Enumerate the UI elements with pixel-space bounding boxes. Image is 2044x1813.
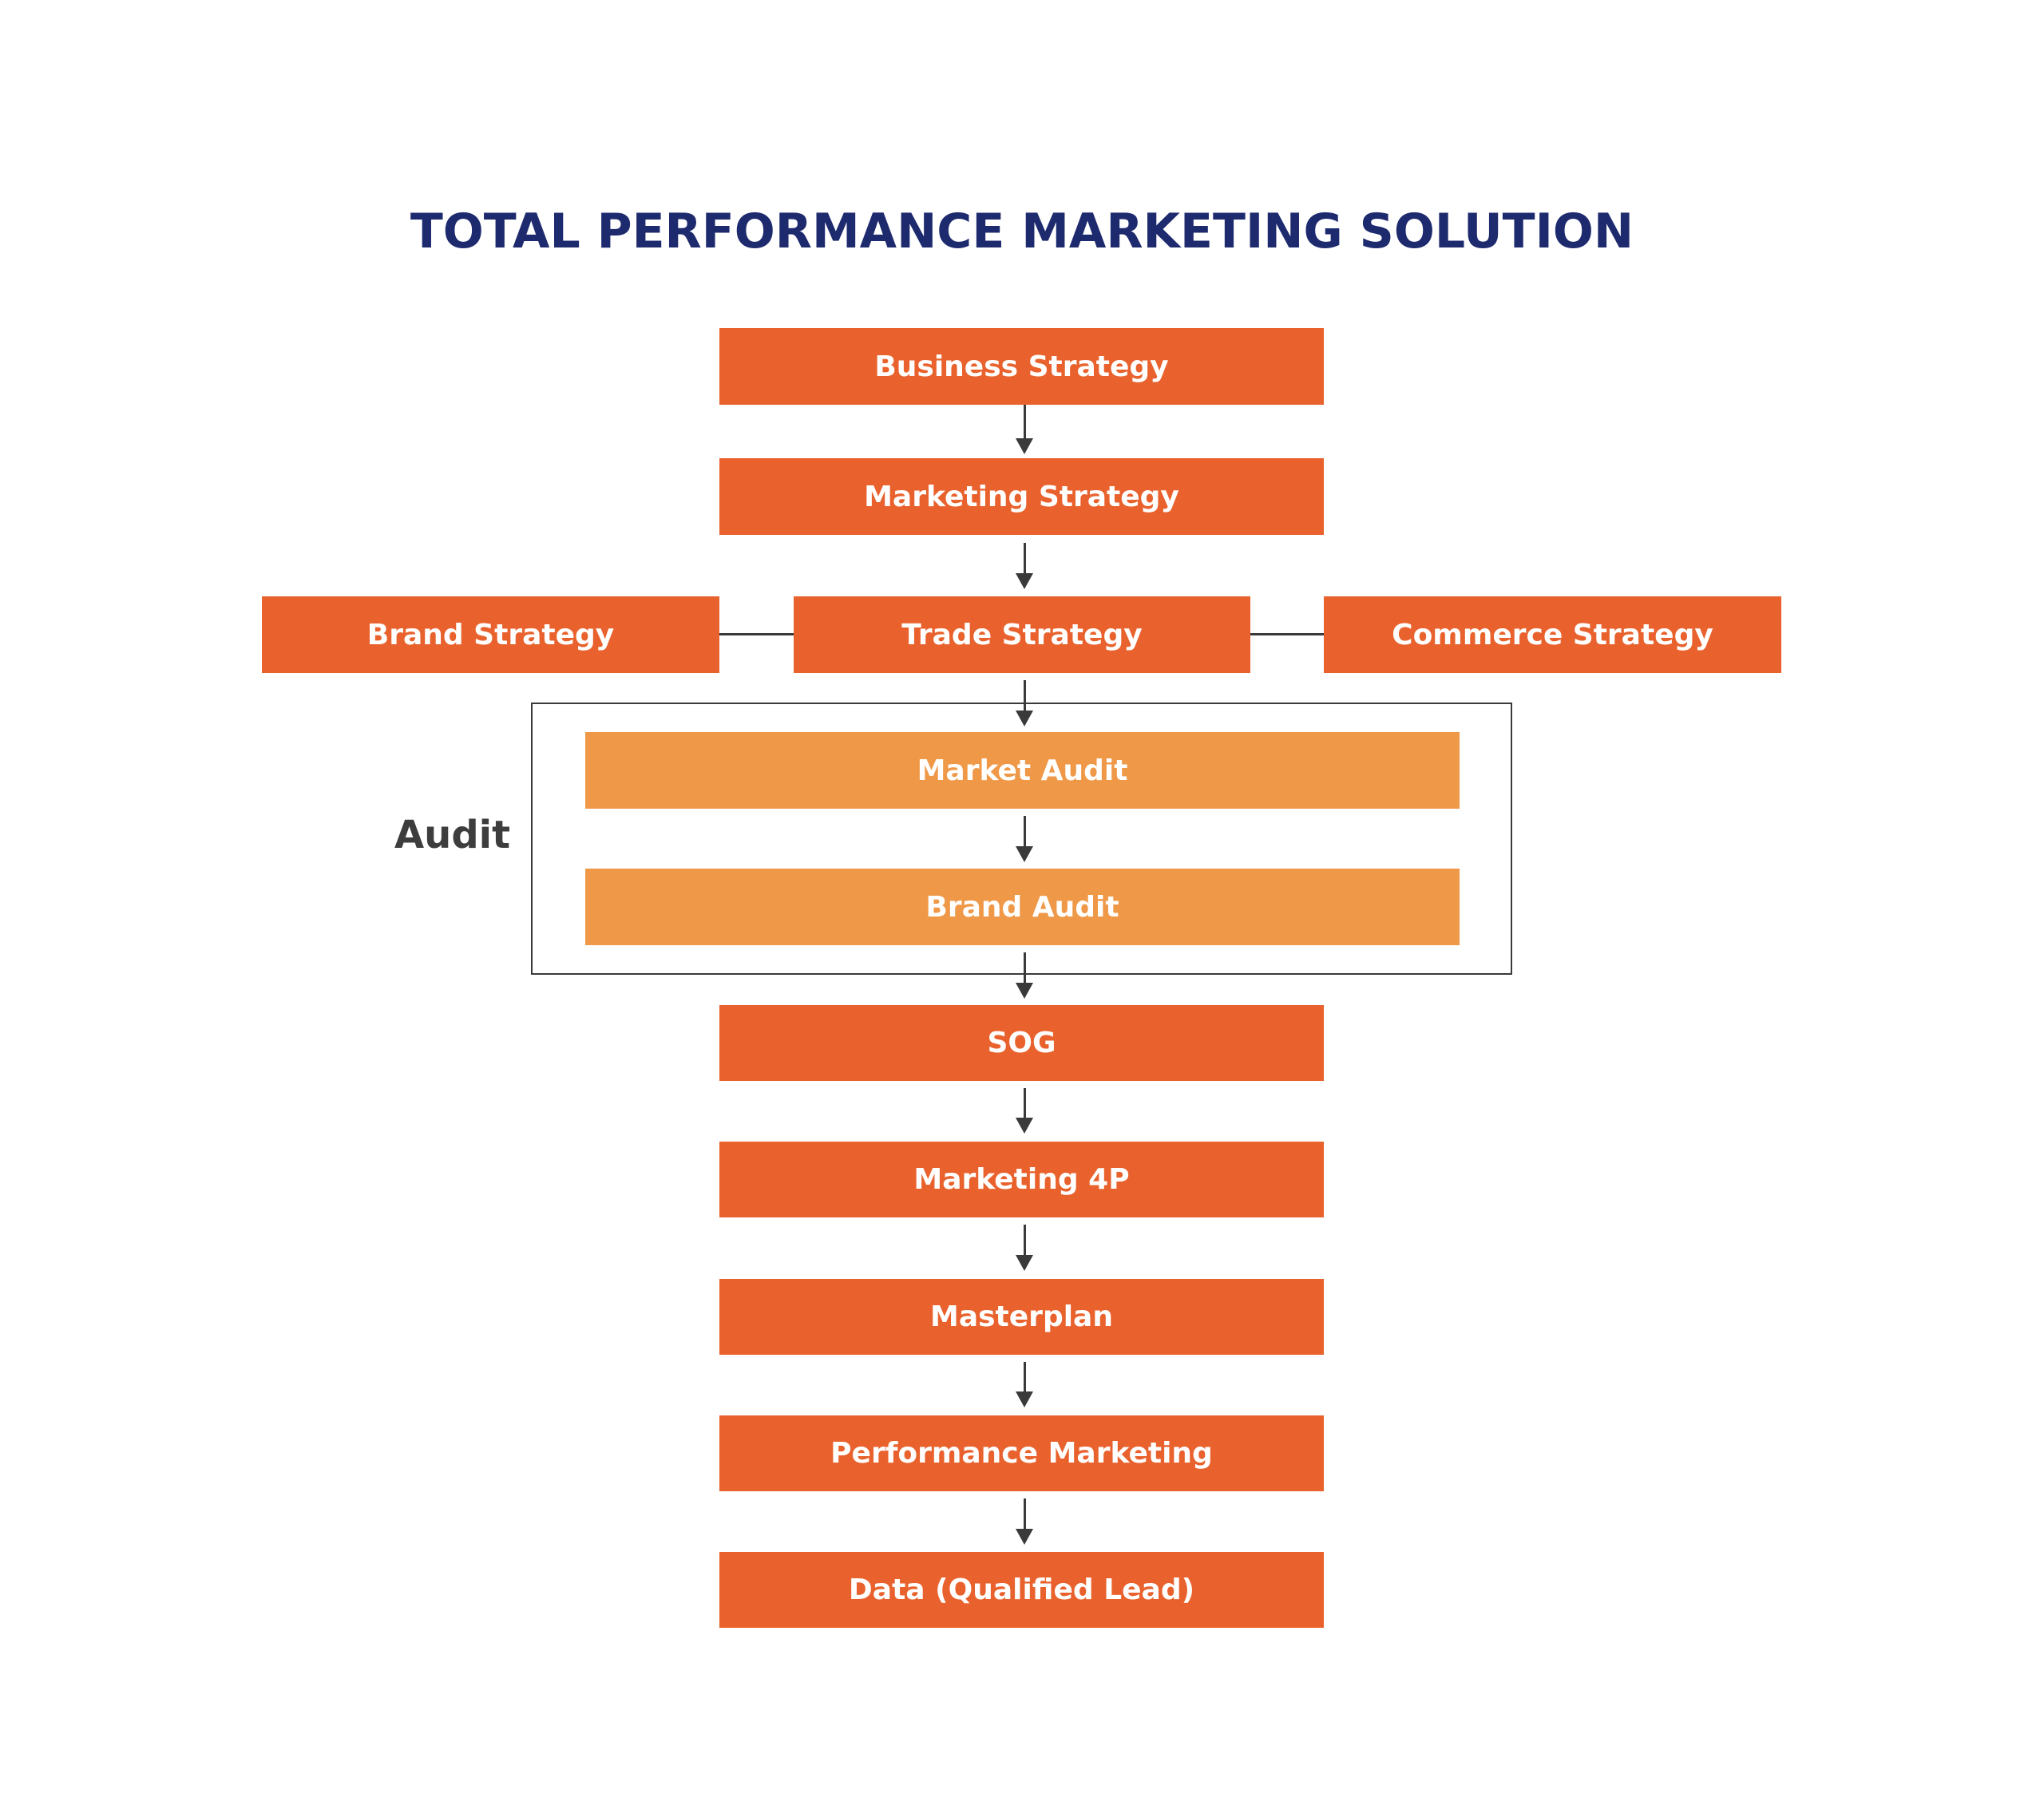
- arrow-down-icon: [1016, 846, 1033, 862]
- arrow-down-icon: [1016, 711, 1033, 726]
- node-business-strategy: Business Strategy: [719, 328, 1324, 405]
- node-brand-audit: Brand Audit: [585, 869, 1460, 945]
- audit-group-label: Audit: [394, 813, 511, 857]
- node-marketing-strategy: Marketing Strategy: [719, 458, 1324, 535]
- node-masterplan: Masterplan: [719, 1279, 1324, 1355]
- connector-line: [1024, 543, 1026, 576]
- connector-line: [719, 633, 794, 635]
- node-market-audit: Market Audit: [585, 732, 1460, 809]
- node-data-qualified-lead: Data (Qualified Lead): [719, 1552, 1324, 1628]
- node-brand-strategy: Brand Strategy: [262, 596, 719, 673]
- connector-line: [1024, 1498, 1026, 1532]
- arrow-down-icon: [1016, 1118, 1033, 1134]
- node-sog: SOG: [719, 1005, 1324, 1081]
- diagram-title: TOTAL PERFORMANCE MARKETING SOLUTION: [410, 204, 1634, 259]
- connector-line: [1024, 1088, 1026, 1122]
- connector-line: [1024, 1362, 1026, 1395]
- connector-line: [1024, 1225, 1026, 1258]
- connector-line: [1024, 680, 1026, 714]
- connector-line: [1024, 816, 1026, 849]
- arrow-down-icon: [1016, 1529, 1033, 1545]
- connector-line: [1024, 952, 1026, 986]
- node-commerce-strategy: Commerce Strategy: [1324, 596, 1781, 673]
- arrow-down-icon: [1016, 438, 1033, 454]
- node-performance-marketing: Performance Marketing: [719, 1415, 1324, 1491]
- arrow-down-icon: [1016, 1255, 1033, 1271]
- arrow-down-icon: [1016, 573, 1033, 589]
- arrow-down-icon: [1016, 1391, 1033, 1407]
- audit-group: [531, 703, 1512, 975]
- arrow-down-icon: [1016, 983, 1033, 999]
- connector-line: [1250, 633, 1324, 635]
- node-trade-strategy: Trade Strategy: [794, 596, 1250, 673]
- connector-line: [1024, 405, 1026, 438]
- node-marketing-4p: Marketing 4P: [719, 1142, 1324, 1217]
